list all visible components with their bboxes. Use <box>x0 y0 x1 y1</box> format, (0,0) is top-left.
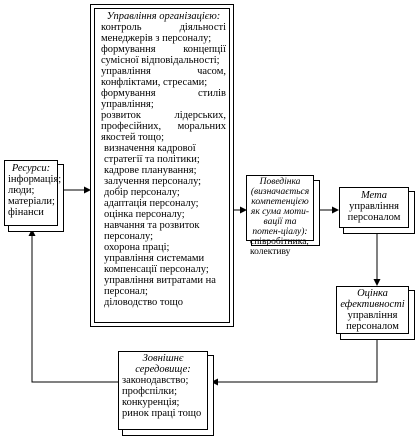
hr-function-item: оцінка персоналу; <box>104 209 185 220</box>
arrow-evaluation-to-environment <box>211 338 378 386</box>
hr-function-item: навчання та розвиток персоналу; <box>104 220 200 242</box>
evaluation-title: Оцінка ефективності <box>340 288 405 310</box>
goal-text: управління персоналом <box>347 201 401 223</box>
hr-function-item: адаптація персоналу; <box>104 198 199 209</box>
resources-item: матеріали; <box>8 196 55 207</box>
management-title: Управління організацією: <box>106 11 221 22</box>
environment-item: ринок праці тощо <box>122 408 202 419</box>
management-item: формування стилів управління; <box>101 88 226 110</box>
behavior-item: співробітника, <box>250 237 309 247</box>
hr-function-item: діловодство тощо <box>104 297 183 308</box>
environment-item: конкуренція; <box>122 397 180 408</box>
management-item: управління часом, конфліктами, стресами; <box>101 66 226 88</box>
environment-item: профспілки; <box>122 386 177 397</box>
management-item: контроль діяльності менеджерів з персона… <box>101 22 226 44</box>
hr-function-item: добір персоналу; <box>104 187 180 198</box>
hr-function-item: управління системами компенсації персона… <box>104 253 209 275</box>
behavior-item: колективу <box>250 247 291 257</box>
hr-function-item: визначення кадрової стратегії та політик… <box>104 143 200 165</box>
resources-title: Ресурси: <box>11 163 51 174</box>
management-item: формування концепції сумісної відповідал… <box>101 44 226 66</box>
evaluation-text: управління персоналом <box>346 310 399 332</box>
hr-function-item: залучення персоналу; <box>104 176 202 187</box>
environment-title: Зовнішнє середовище: <box>135 353 191 375</box>
environment-item: законодавство; <box>122 375 189 386</box>
hr-function-item: кадрове планування; <box>104 165 197 176</box>
resources-item: люди; <box>8 185 35 196</box>
management-item: розвиток лідерських, професійних, мораль… <box>101 110 226 143</box>
goal-title: Мета <box>360 190 388 201</box>
hr-function-item: управління витратами на персонал; <box>104 275 216 297</box>
hr-function-item: охорона праці; <box>104 242 170 253</box>
behavior-title: Поведінка (визначається компетенцією як … <box>250 177 310 237</box>
resources-item: фінанси <box>8 207 44 218</box>
resources-item: інформація; <box>8 174 62 185</box>
arrow-environment-to-resources <box>28 229 118 383</box>
